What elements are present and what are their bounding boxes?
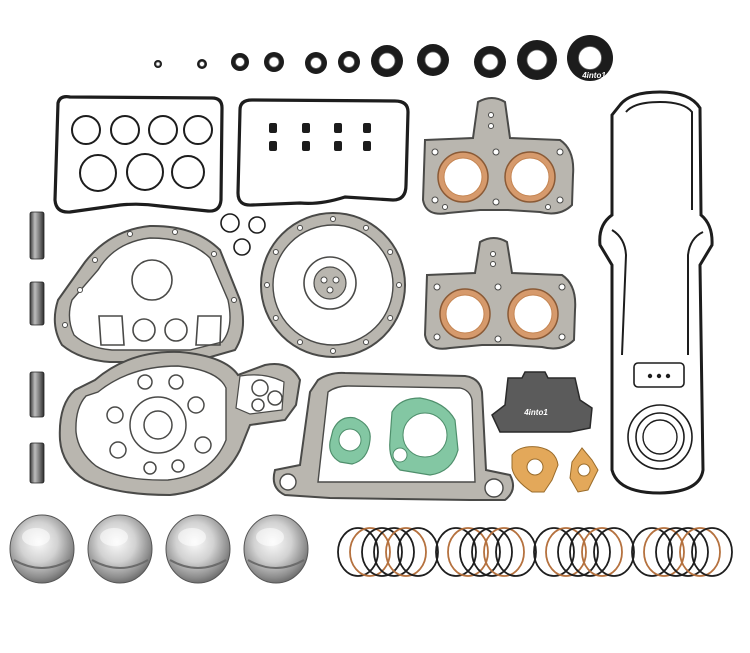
cam-cover-rubber-gasket: [598, 90, 714, 495]
valve-stem-seals: [269, 123, 371, 151]
small-o-rings: [220, 213, 266, 256]
valve-stem-seal: [363, 123, 371, 133]
piston: [243, 514, 309, 584]
valve-stem-seal: [363, 141, 371, 151]
valve-stem-seal: [302, 141, 310, 151]
rocker-cover-gasket-right: [236, 98, 410, 207]
valve-stem-seal: [334, 123, 342, 133]
oil-seal: [338, 51, 360, 73]
piston: [87, 514, 153, 584]
oil-seal: [264, 52, 284, 72]
valve-stem-seal: [334, 141, 342, 151]
branded-gasket-plate: 4into1: [491, 371, 593, 433]
dowel-pin: [29, 442, 45, 484]
piston-ring-set: [337, 527, 439, 577]
piston-ring-set: [435, 527, 537, 577]
green-oil-pump-gaskets: [329, 397, 459, 476]
brand-label-large: 4into1: [523, 408, 548, 417]
oil-seal: [305, 52, 327, 74]
oil-seal: [231, 53, 249, 71]
orange-paper-gaskets: [511, 446, 599, 493]
valve-stem-seal: [269, 141, 277, 151]
piston-ring-sets: [337, 527, 733, 577]
piston-ring-set: [533, 527, 635, 577]
valve-stem-seal: [302, 123, 310, 133]
head-gasket-top: [421, 97, 575, 215]
oil-seal: [517, 40, 557, 80]
brand-label-small: 4into1: [581, 71, 606, 80]
dowel-pins: [29, 211, 45, 484]
dowel-pin: [29, 211, 45, 260]
oil-seal: 4into1: [567, 35, 613, 81]
clutch-cover-gasket: [260, 212, 406, 358]
crankcase-cover-gasket: [58, 350, 302, 497]
rocker-cover-gasket-left: [53, 95, 224, 214]
pistons: [9, 514, 309, 584]
piston: [165, 514, 231, 584]
head-gasket-bottom: [423, 237, 577, 350]
dowel-pin: [29, 281, 45, 326]
dowel-pin: [29, 371, 45, 418]
oil-seal: [474, 46, 506, 78]
valve-stem-seal: [269, 123, 277, 133]
oil-seal: [197, 59, 207, 69]
alternator-cover-gasket: [53, 224, 245, 363]
piston-ring-set: [631, 527, 733, 577]
oil-seal: [371, 45, 403, 77]
piston: [9, 514, 75, 584]
oil-seal: [417, 44, 449, 76]
oil-seal-row: 4into1: [154, 35, 613, 81]
oil-seal: [154, 60, 162, 68]
